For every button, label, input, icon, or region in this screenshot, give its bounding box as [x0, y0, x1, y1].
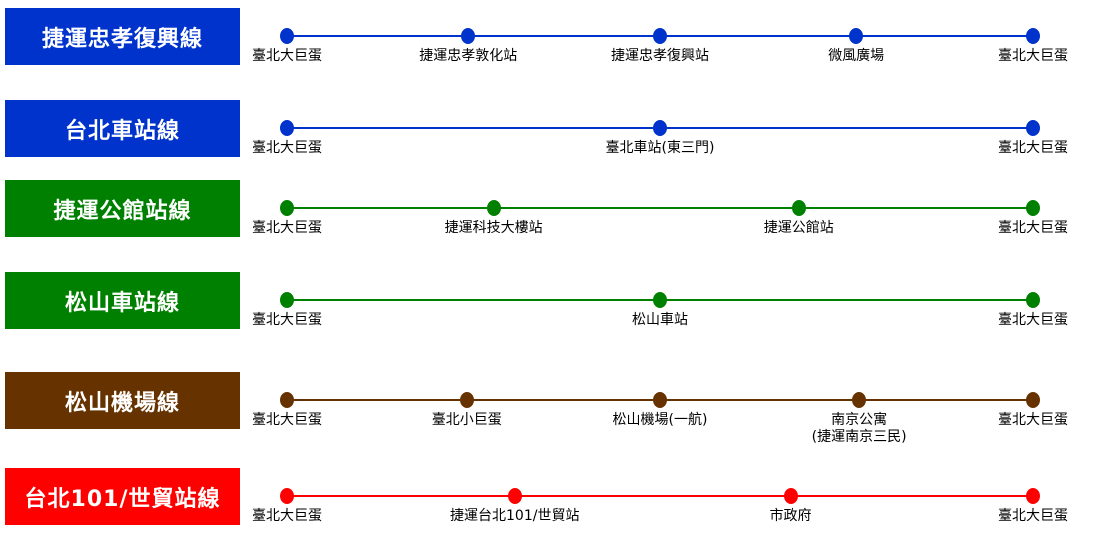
stop-marker: [280, 488, 294, 504]
stop-marker: [486, 200, 501, 216]
stop-name: 臺北大巨蛋: [998, 312, 1068, 328]
route-name-label: 捷運忠孝復興線: [5, 8, 240, 65]
route-name-label: 捷運公館站線: [5, 180, 240, 237]
stop-name: 微風廣場: [828, 48, 885, 64]
stop-name: 捷運忠孝敦化站: [419, 48, 518, 64]
route-name-label: 松山車站線: [5, 272, 240, 329]
route-line: [287, 207, 1033, 209]
route-row: 台北車站線臺北大巨蛋臺北車站(東三門)臺北大巨蛋: [0, 100, 1098, 160]
stop-name: 臺北大巨蛋: [252, 508, 322, 524]
stop-name: 臺北大巨蛋: [252, 48, 322, 64]
stop-marker: [280, 392, 294, 408]
stop-name: 臺北大巨蛋: [998, 508, 1068, 524]
stop-marker: [791, 200, 806, 216]
stop-name: 臺北車站(東三門): [605, 140, 715, 156]
route-row: 松山車站線臺北大巨蛋松山車站臺北大巨蛋: [0, 272, 1098, 332]
stop-name: 市政府: [769, 508, 812, 524]
stop-marker: [1026, 120, 1040, 136]
stop-name: 臺北大巨蛋: [252, 312, 322, 328]
stop-name: 臺北大巨蛋: [252, 412, 322, 428]
route-row: 松山機場線臺北大巨蛋臺北小巨蛋松山機場(一航)南京公寓 (捷運南京三民)臺北大巨…: [0, 372, 1098, 445]
stop-name: 臺北大巨蛋: [998, 140, 1068, 156]
stop-marker: [783, 488, 798, 504]
stop-marker: [280, 120, 294, 136]
stop-name: 臺北大巨蛋: [998, 412, 1068, 428]
route-row: 台北101/世貿站線臺北大巨蛋捷運台北101/世貿站市政府臺北大巨蛋: [0, 468, 1098, 528]
stop-name: 臺北大巨蛋: [998, 220, 1068, 236]
stop-marker: [1026, 200, 1040, 216]
route-name-label: 台北車站線: [5, 100, 240, 157]
stop-name: 捷運台北101/世貿站: [450, 508, 580, 524]
stop-name: 松山機場(一航): [612, 412, 708, 428]
stop-marker: [461, 28, 476, 44]
route-row: 捷運公館站線臺北大巨蛋捷運科技大樓站捷運公館站臺北大巨蛋: [0, 180, 1098, 240]
stop-marker: [280, 292, 294, 308]
stop-name: 捷運忠孝復興站: [611, 48, 709, 64]
stop-marker: [507, 488, 522, 504]
stop-marker: [1026, 392, 1040, 408]
stop-marker: [1026, 488, 1040, 504]
route-line: [287, 495, 1033, 497]
stop-marker: [653, 392, 667, 408]
stop-marker: [1026, 292, 1040, 308]
stop-marker: [653, 28, 667, 44]
stop-name: 臺北大巨蛋: [998, 48, 1068, 64]
stop-name: 南京公寓 (捷運南京三民): [811, 412, 907, 445]
stop-marker: [1026, 28, 1040, 44]
stop-marker: [459, 392, 474, 408]
stop-marker: [280, 28, 294, 44]
stop-name: 捷運科技大樓站: [444, 220, 543, 236]
stop-marker: [653, 120, 667, 136]
stop-name: 松山車站: [632, 312, 688, 328]
route-name-label: 松山機場線: [5, 372, 240, 429]
stop-marker: [653, 292, 667, 308]
stop-name: 臺北大巨蛋: [252, 140, 322, 156]
route-row: 捷運忠孝復興線臺北大巨蛋捷運忠孝敦化站捷運忠孝復興站微風廣場臺北大巨蛋: [0, 8, 1098, 68]
stop-name: 臺北大巨蛋: [252, 220, 322, 236]
stop-marker: [849, 28, 864, 44]
stop-marker: [280, 200, 294, 216]
stop-name: 捷運公館站: [763, 220, 834, 236]
stop-marker: [852, 392, 867, 408]
stop-name: 臺北小巨蛋: [431, 412, 502, 428]
route-name-label: 台北101/世貿站線: [5, 468, 240, 525]
